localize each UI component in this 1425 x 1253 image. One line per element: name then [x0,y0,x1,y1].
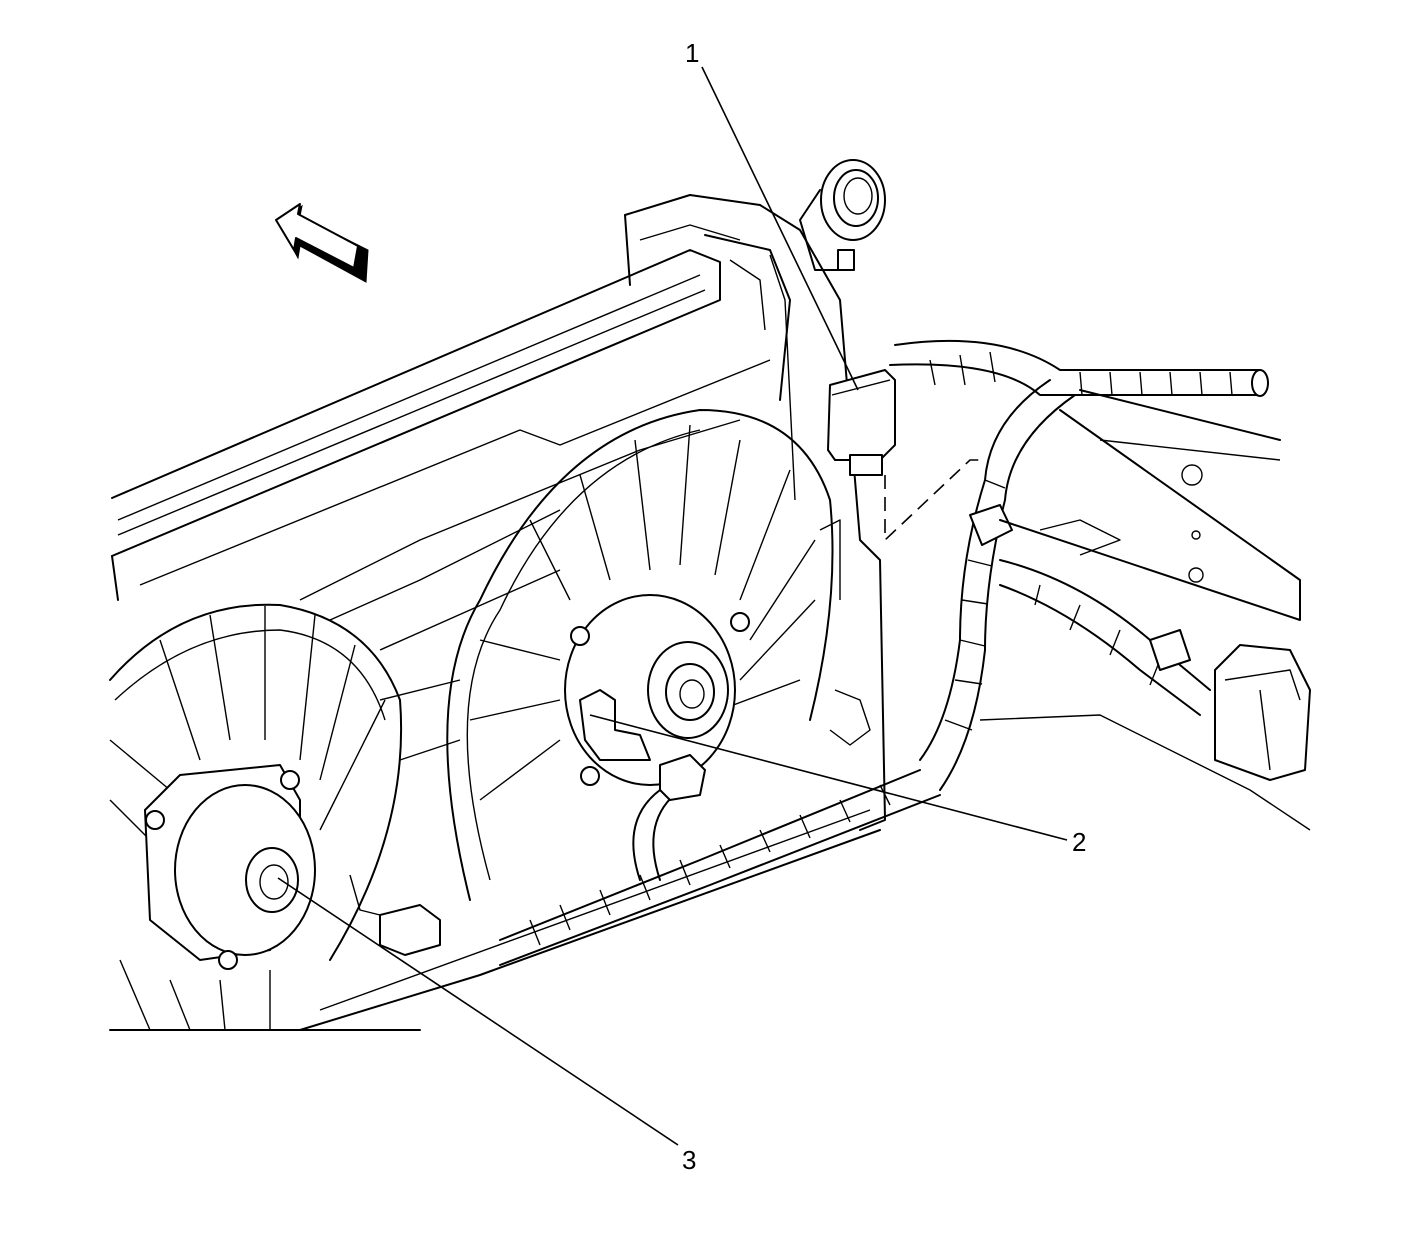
front-direction-arrow-icon [275,203,369,283]
callout-1-label: 1 [685,38,700,68]
left-fan-connector [349,874,441,956]
leader-line-1 [701,66,859,391]
right-fan-connector [579,689,706,801]
callout-3-label: 3 [682,1145,697,1175]
radiator-frame [109,159,886,1031]
left-cooling-fan [109,603,403,1031]
radiator-filler-neck [799,159,886,271]
harness-connector-right [1149,629,1311,781]
leader-line-2 [589,714,1068,841]
fan-control-module [827,369,985,542]
wiring-harness [499,339,1269,966]
body-panel [979,389,1311,831]
right-cooling-fan [446,409,834,901]
leader-line-3 [277,877,679,1146]
callout-2-label: 2 [1072,827,1087,857]
harness-connector-upper [969,504,1013,546]
